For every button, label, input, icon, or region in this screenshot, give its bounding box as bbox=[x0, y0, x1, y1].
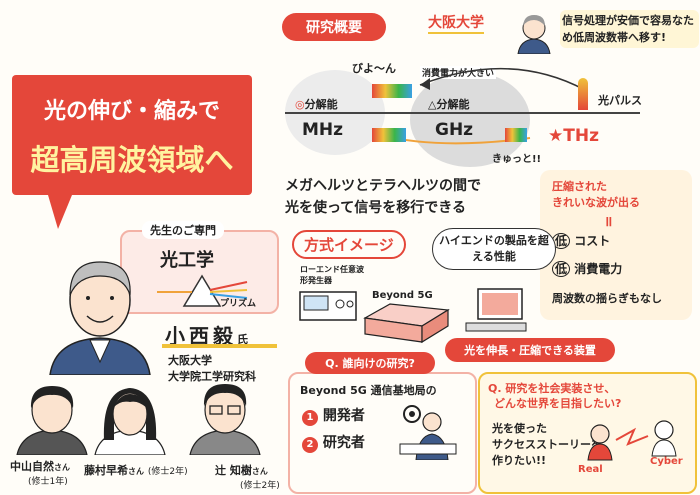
method-label: 方式イメージ bbox=[292, 230, 406, 259]
q1-question: Q. 誰向けの研究? bbox=[305, 352, 435, 374]
cyber-label: Cyber bbox=[650, 456, 683, 467]
device-label: 光を伸長・圧縮できる装置 bbox=[445, 338, 615, 362]
stretched-wave bbox=[372, 84, 412, 98]
good-mark-icon: ◎ bbox=[295, 98, 305, 111]
overview-summary-2: 光を使って信号を移行できる bbox=[285, 200, 467, 216]
benefits-equals: ॥ bbox=[604, 214, 613, 230]
q1-item-1: 1 開発者 bbox=[302, 405, 365, 426]
specialty-text: 光工学 bbox=[160, 250, 214, 271]
device-icon bbox=[363, 303, 450, 344]
q2-answer-2: サクセスストーリーを bbox=[492, 438, 602, 451]
q1-lead: Beyond 5G 通信基地局の bbox=[300, 384, 437, 397]
compress-label: きゅっと!! bbox=[492, 154, 542, 165]
light-pulse-label: 光パルス bbox=[598, 94, 642, 107]
mhz-label: MHz bbox=[302, 120, 344, 140]
title-bubble: 光の伸び・縮みで 超高周波領域へ bbox=[12, 75, 252, 195]
q2-answer-1: 光を使った bbox=[492, 422, 547, 435]
professor-affiliation-2: 大学院工学研究科 bbox=[168, 370, 256, 383]
compressed-wave bbox=[372, 128, 406, 142]
overview-university: 大阪大学 bbox=[428, 12, 484, 34]
q2-answer-3: 作りたい!! bbox=[492, 454, 547, 467]
fair-mark-icon: △ bbox=[428, 98, 437, 111]
real-cyber-illustration bbox=[587, 420, 677, 461]
q2-question-2: どんな世界を目指したい? bbox=[494, 397, 622, 410]
student-name-2: 藤村早希さん (修士2年) bbox=[84, 464, 188, 477]
specialty-tag: 先生のご専門 bbox=[142, 221, 224, 239]
professor-affiliation-1: 大阪大学 bbox=[168, 354, 212, 367]
q1-item-2: 2 研究者 bbox=[302, 432, 365, 453]
generator-label: ローエンド任意波形発生器 bbox=[300, 265, 364, 285]
student-grade-1: (修士1年) bbox=[28, 477, 68, 487]
professor-underline bbox=[162, 344, 277, 348]
computer-icon bbox=[465, 288, 527, 332]
title-line-2: 超高周波領域へ bbox=[30, 143, 234, 177]
benefits-head-1: 圧縮された bbox=[552, 180, 607, 193]
stretch-label: びよ〜ん bbox=[352, 62, 396, 75]
researcher-icon bbox=[517, 15, 551, 54]
student-avatar-2 bbox=[94, 388, 166, 455]
star-icon: ★ bbox=[548, 126, 564, 146]
overview-summary-1: メガヘルツとテラヘルツの間で bbox=[285, 178, 481, 194]
overview-note: 信号処理が安価で容易なため低周波数帯へ移す! bbox=[560, 10, 699, 48]
student-grade-3: (修士2年) bbox=[240, 481, 280, 491]
title-line-1: 光の伸び・縮みで bbox=[43, 99, 220, 124]
beyond-5g-label: Beyond 5G bbox=[372, 290, 433, 301]
prism-icon bbox=[157, 274, 248, 307]
light-pulse-mark bbox=[578, 78, 588, 110]
specialty-box: 先生のご専門 光工学 プリズム bbox=[120, 221, 279, 314]
ghz-resolution: △分解能 bbox=[428, 98, 470, 111]
student-avatar-3 bbox=[189, 384, 261, 455]
mhz-resolution: ◎分解能 bbox=[295, 98, 338, 111]
thz-label: ★THz bbox=[548, 126, 599, 146]
ghz-label: GHz bbox=[435, 120, 474, 140]
professor-avatar bbox=[49, 261, 151, 375]
title-bubble-tail bbox=[48, 195, 72, 229]
benefit-power: 低 消費電力 bbox=[552, 260, 622, 277]
benefits-box: 圧縮された きれいな波が出る ॥ 低 コスト 低 消費電力 周波数の揺らぎもなし bbox=[540, 170, 692, 320]
student-avatar-1 bbox=[16, 386, 88, 455]
frequency-axis bbox=[285, 112, 640, 114]
student-name-1: 中山自然さん bbox=[10, 460, 70, 473]
student-name-3: 辻 知樹さん bbox=[215, 464, 268, 477]
method-bubble: ハイエンドの製品を超える性能 bbox=[432, 228, 556, 270]
overview-label: 研究概要 bbox=[282, 13, 386, 41]
developer-icon bbox=[399, 405, 457, 460]
benefits-head-2: きれいな波が出る bbox=[552, 196, 640, 209]
q2-question-1: Q. 研究を社会実装させ、 bbox=[488, 382, 616, 395]
benefit-cost: 低 コスト bbox=[552, 232, 610, 249]
generator-icon bbox=[299, 291, 357, 321]
benefit-stability: 周波数の揺らぎもなし bbox=[552, 292, 662, 305]
compressed-wave-2 bbox=[505, 128, 527, 142]
real-label: Real bbox=[578, 464, 603, 475]
prism-label: プリズム bbox=[220, 299, 257, 309]
